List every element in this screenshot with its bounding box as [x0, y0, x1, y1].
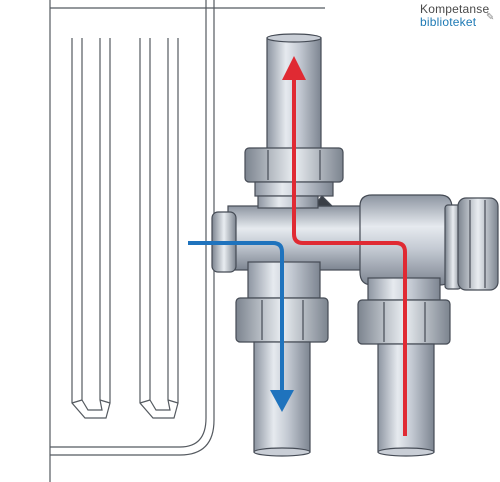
radiator: [49, 0, 325, 482]
hot-flow-arrow: [292, 72, 407, 436]
hot-flow-arrowhead: [282, 56, 306, 80]
logo-line-1: Kompetanse: [420, 2, 490, 16]
cold-flow-arrow: [188, 241, 284, 395]
radiator-fin-left: [71, 38, 111, 419]
logo-line-2: biblioteket: [420, 15, 477, 29]
pencil-icon: ✎: [486, 12, 495, 23]
radiator-fin-right: [139, 38, 179, 419]
valve-housing-right: [359, 194, 499, 291]
cold-flow-arrowhead: [270, 390, 294, 412]
kompetansebiblioteket-logo: Kompetanse biblioteket ✎: [420, 2, 494, 29]
